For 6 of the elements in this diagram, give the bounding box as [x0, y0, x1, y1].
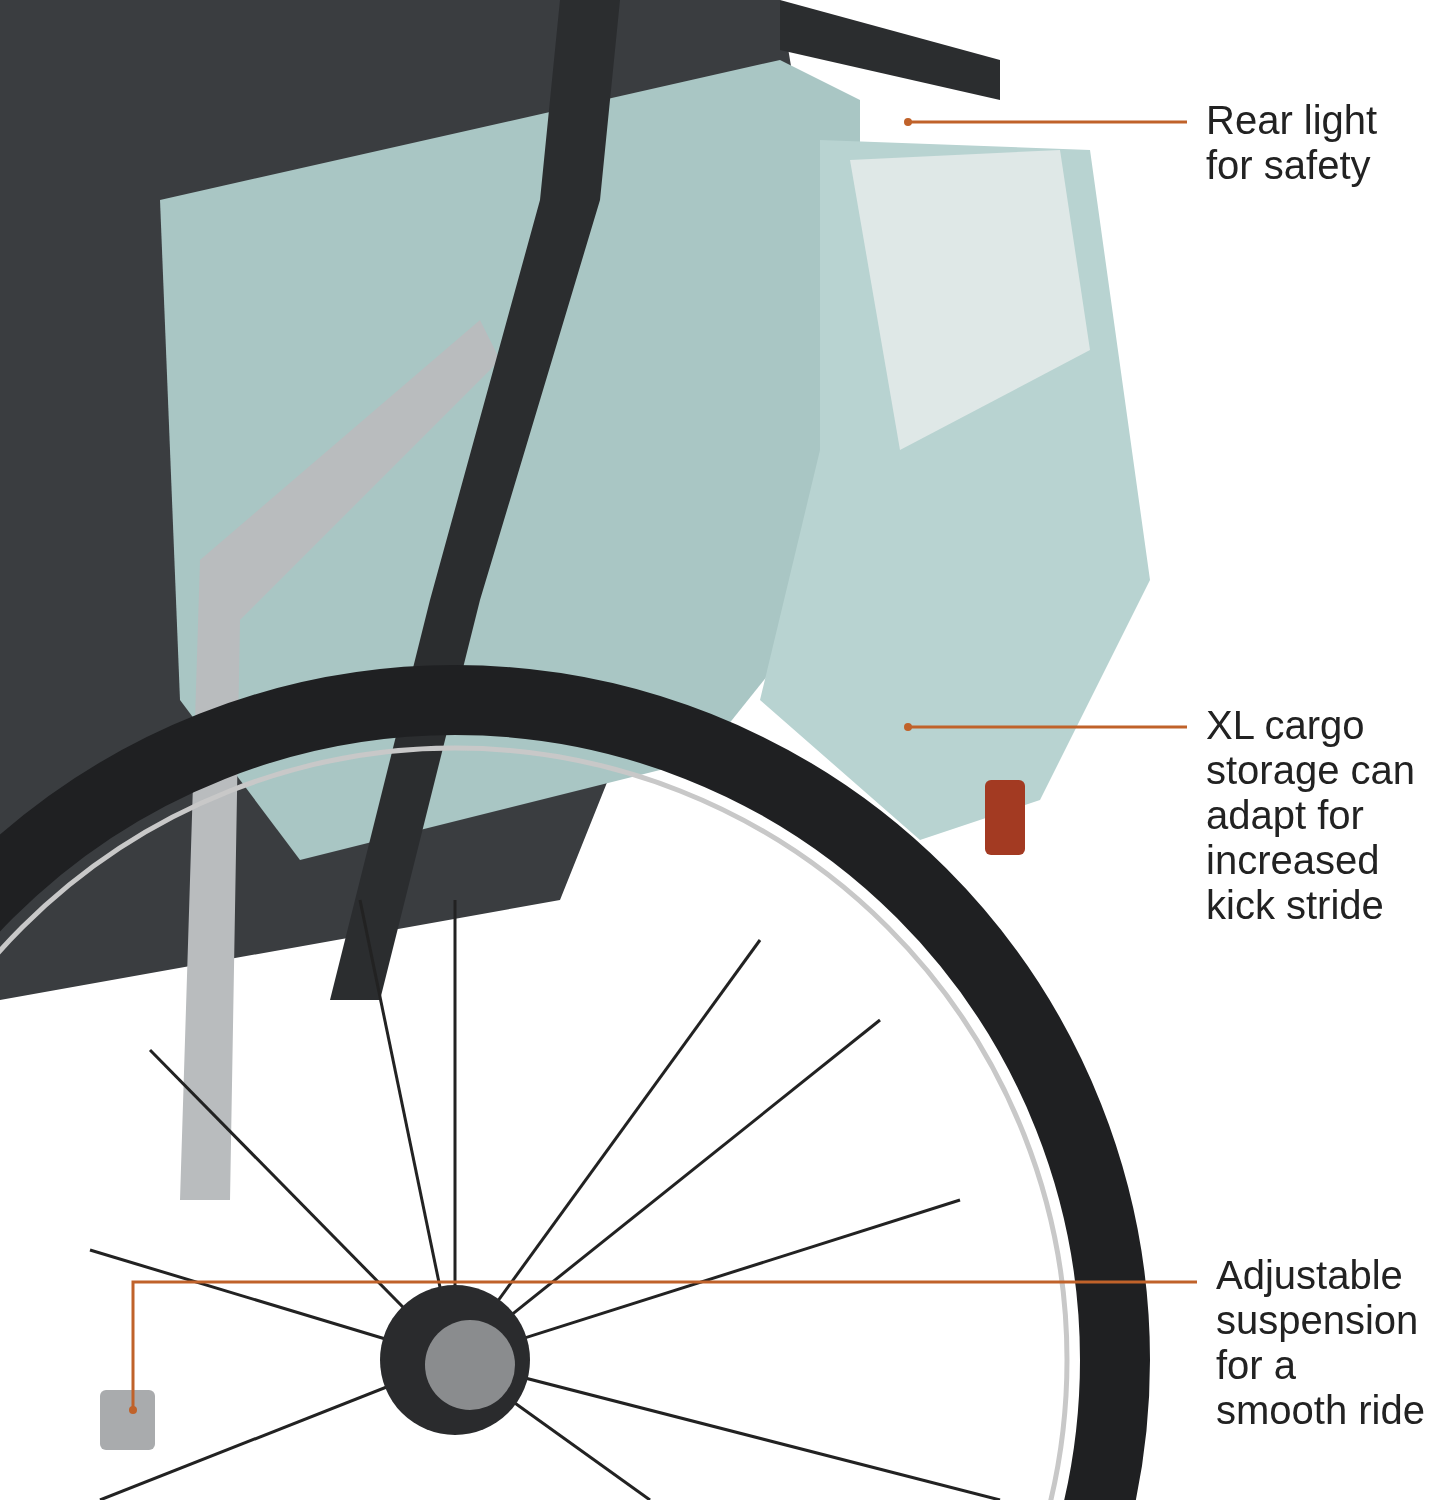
callout-text: Rear light for safety [1188, 98, 1422, 188]
leader-line [129, 1280, 1197, 1414]
leader-line [904, 118, 1187, 126]
callout-text: Adjustable suspension for a smooth ride [1198, 1253, 1434, 1433]
callout-text: XL cargo storage can adapt for increased kick stride [1188, 703, 1422, 928]
leader-line [904, 723, 1187, 731]
